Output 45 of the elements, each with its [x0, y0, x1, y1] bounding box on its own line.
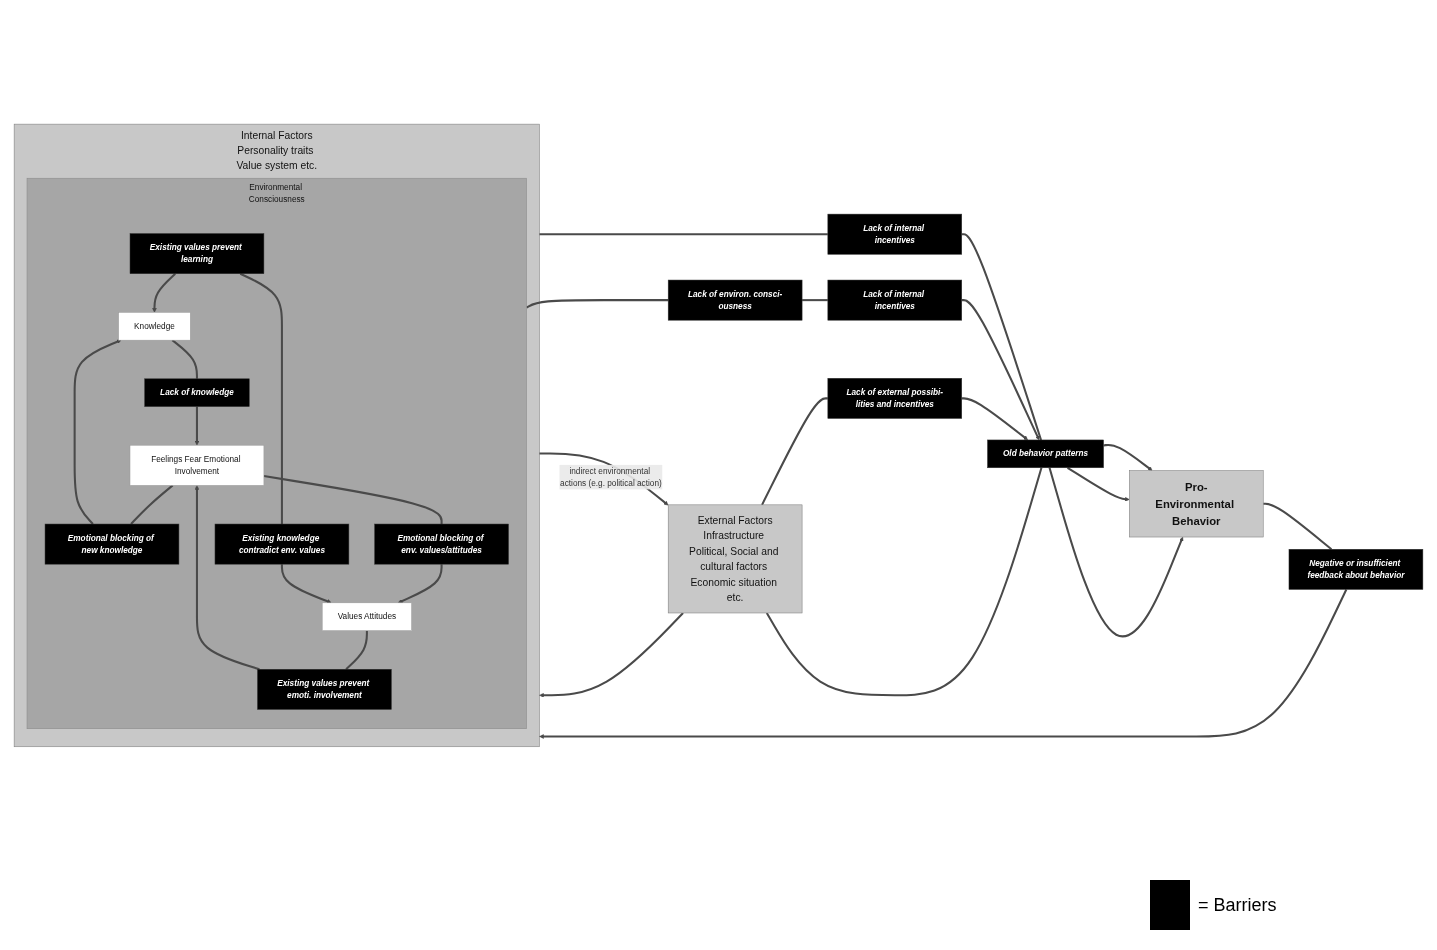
arrow: [539, 611, 684, 698]
connector: [130, 484, 174, 525]
connector: [239, 272, 283, 524]
arrow: [1067, 466, 1130, 502]
node-box: Values Attitudes: [321, 602, 412, 631]
arrow: [961, 396, 1028, 440]
connector: [802, 298, 828, 301]
connector: [526, 298, 669, 309]
node-box: Emotional blocking of env. values/attitudes: [374, 523, 509, 564]
connector: [539, 232, 828, 235]
connector: [1263, 502, 1333, 550]
arrow: [73, 339, 122, 525]
connector: [345, 630, 368, 670]
arrow: [539, 452, 669, 505]
node-box: Knowledge: [118, 311, 191, 340]
node-box: Existing values prevent learning: [129, 232, 265, 274]
node-box: Pro-Environmental Behavior: [1129, 469, 1264, 537]
connector: [961, 232, 1043, 440]
node-box: Emotional blocking of new knowledge: [44, 523, 180, 564]
node-box: Feelings Fear Emotional Involvement: [129, 444, 265, 486]
node-box: Existing knowledge contradict env. values: [214, 523, 350, 564]
edge-label: indirect environmental actions (e.g. political action): [560, 465, 662, 488]
arrow: [194, 484, 260, 670]
node-box: Lack of environ. consci-ousness: [667, 279, 803, 320]
arrow: [194, 406, 200, 445]
node-box: Lack of external possibi-lities and incentives: [827, 377, 962, 419]
node-box: Negative or insufficient feedback about behavior: [1288, 548, 1424, 590]
arrow: [280, 563, 332, 603]
arrow: [539, 588, 1348, 739]
arrow: [152, 272, 176, 313]
connector: [171, 338, 198, 379]
legend-text: = Barriers: [1198, 894, 1277, 916]
arrow: [1103, 443, 1153, 471]
node-box: External Factors Infrastructure Political, Social and cultural factors Economic situation etc.: [667, 504, 803, 613]
node-box: Lack of knowledge: [144, 378, 250, 407]
connector: [761, 396, 828, 505]
node-box: Existing values prevent emoti. involvement: [257, 668, 392, 710]
connector: [765, 467, 1043, 696]
connector: [263, 474, 443, 524]
node-box: Lack of internal incentives: [827, 279, 962, 320]
arrow: [1048, 467, 1184, 637]
arrow: [961, 298, 1040, 440]
arrow: [397, 563, 443, 603]
node-box: Lack of internal incentives: [827, 213, 962, 255]
node-box: Old behavior patterns: [987, 439, 1104, 468]
